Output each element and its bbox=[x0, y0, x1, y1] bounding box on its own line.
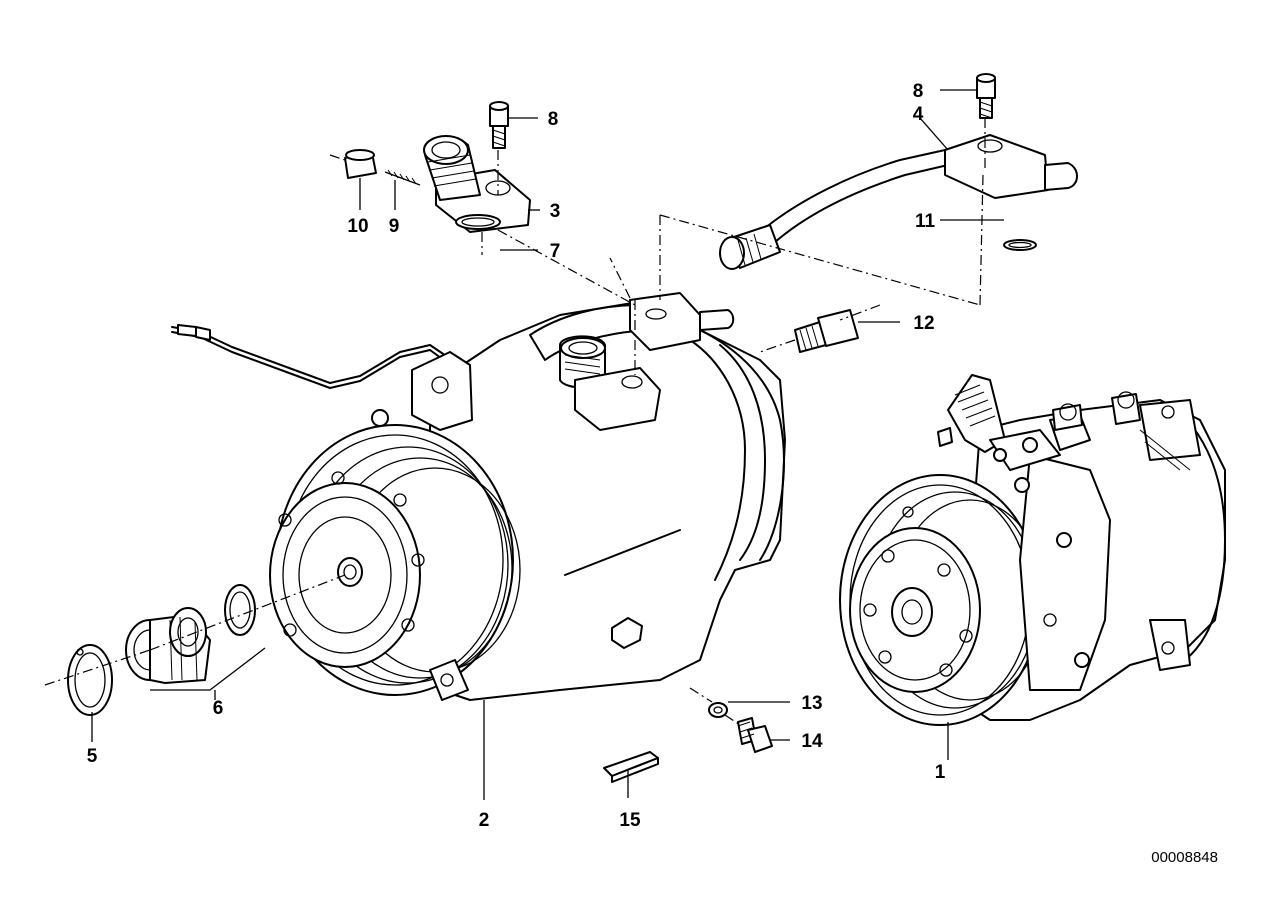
callout-4: 4 bbox=[913, 104, 924, 125]
callout-10: 10 bbox=[347, 216, 368, 237]
bearing-6 bbox=[125, 607, 211, 684]
callout-2: 2 bbox=[479, 810, 490, 831]
callout-11: 11 bbox=[915, 211, 936, 232]
callout-14: 14 bbox=[801, 731, 823, 752]
callout-13: 13 bbox=[801, 693, 822, 714]
leader-lines bbox=[91, 89, 1004, 800]
circlip-5 bbox=[67, 644, 113, 716]
hose-assembly bbox=[719, 134, 1078, 270]
valve-cap bbox=[344, 149, 421, 186]
o-ring-6 bbox=[224, 584, 256, 636]
bolt-8-left bbox=[489, 101, 509, 149]
callout-1: 1 bbox=[935, 762, 946, 783]
washer-13 bbox=[708, 702, 728, 718]
compressor-main bbox=[269, 292, 786, 701]
callout-5: 5 bbox=[87, 746, 98, 767]
bolt-8-right bbox=[976, 73, 996, 119]
callout-12: 12 bbox=[913, 313, 934, 334]
callout-8-right: 8 bbox=[913, 81, 924, 102]
reference-number: 00008848 bbox=[1151, 849, 1218, 866]
callout-6: 6 bbox=[213, 698, 224, 719]
fitting-12 bbox=[794, 309, 859, 353]
compressor-alt bbox=[839, 374, 1226, 726]
callout-9: 9 bbox=[389, 216, 400, 237]
callout-7: 7 bbox=[550, 241, 561, 262]
bolt-14 bbox=[737, 717, 773, 753]
key-15 bbox=[603, 751, 659, 783]
callout-labels: 1 2 3 4 5 6 7 8 8 9 10 11 12 13 14 15 bbox=[87, 81, 946, 831]
callout-15: 15 bbox=[619, 810, 641, 831]
center-lines bbox=[44, 118, 986, 726]
port-block bbox=[423, 135, 531, 233]
callout-8-left: 8 bbox=[548, 109, 559, 130]
callout-3: 3 bbox=[550, 201, 561, 222]
